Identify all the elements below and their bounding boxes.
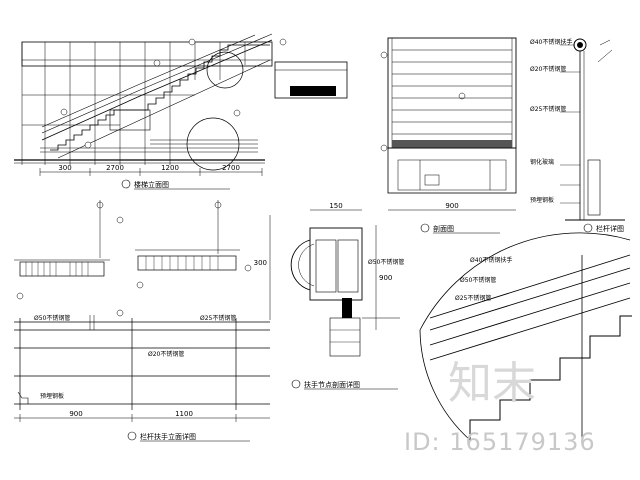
enlarged-stair-detail: Ø40不锈钢扶手 Ø50不锈钢管 Ø25不锈钢管 <box>419 232 632 441</box>
grid-marker <box>380 144 388 152</box>
grid-marker <box>116 309 124 317</box>
annotation-leaders <box>560 44 580 204</box>
view-title: 剖面图 <box>433 224 454 233</box>
lower-handrail <box>41 95 141 141</box>
rail-horizontals <box>14 321 270 405</box>
grid-marker <box>153 59 161 67</box>
landing-slab-box <box>274 61 348 99</box>
section-horizontal-lines <box>392 49 512 135</box>
detail-stair-steps <box>469 315 632 440</box>
upper-stair-flight <box>140 44 270 111</box>
handrail-box <box>309 227 363 301</box>
watermark-logo: 知末 <box>448 358 536 409</box>
section-frame <box>387 37 517 149</box>
dim-text: 2700 <box>222 164 240 172</box>
grid-marker <box>60 108 68 116</box>
annotation: Ø25不锈钢管 <box>530 105 566 113</box>
section-slab <box>392 140 512 148</box>
annotation: 预埋钢板 <box>40 392 64 400</box>
annotation: 预埋钢板 <box>530 196 554 204</box>
watermark: 知末 ID: 165179136 <box>404 358 596 456</box>
dim-text: 1200 <box>161 164 179 172</box>
watermark-id: ID: 165179136 <box>404 428 596 456</box>
grid-marker <box>279 38 287 46</box>
grid-marker <box>188 38 196 46</box>
annotation: Ø50不锈钢管 <box>34 314 70 322</box>
annotation: Ø20不锈钢管 <box>148 350 184 358</box>
small-plan-details <box>14 200 252 300</box>
curved-handrail <box>290 239 311 291</box>
upper-window-band <box>21 41 273 67</box>
grid-marker <box>116 216 124 224</box>
dim-text: 900 <box>379 274 392 282</box>
view-title: 栏杆详图 <box>596 224 624 233</box>
view-title: 扶手节点剖面详图 <box>304 380 360 389</box>
lower-stair-flight <box>50 109 140 151</box>
grid-marker <box>214 201 222 209</box>
view-title: 楼梯立面图 <box>134 180 169 189</box>
slab-hatch <box>290 86 336 96</box>
grid-marker <box>244 264 252 272</box>
annotation: Ø25不锈钢管 <box>455 294 491 302</box>
rail-elevation-view: Ø50不锈钢管 Ø25不锈钢管 Ø20不锈钢管 预埋钢板 900 1100 栏杆… <box>14 309 270 442</box>
view-number-circle <box>121 179 131 189</box>
dim-text: 1100 <box>175 410 193 418</box>
grid-marker <box>136 281 144 289</box>
grid-marker <box>16 292 24 300</box>
post-base-plate <box>587 159 601 216</box>
upper-handrail <box>139 39 273 97</box>
stair-elevation-view: 300 2700 1200 2700 楼梯立面图 <box>14 33 348 190</box>
annotation: Ø40不锈钢扶手 <box>530 38 572 46</box>
annotation: Ø40不锈钢扶手 <box>470 256 512 264</box>
detail-boundary-arc <box>419 232 631 331</box>
view-number-circle <box>127 431 137 441</box>
stair-landing <box>109 109 151 131</box>
annotation: Ø50不锈钢管 <box>460 276 496 284</box>
grid-marker <box>380 51 388 59</box>
dim-text: 900 <box>445 202 458 210</box>
view-number-circle <box>291 379 301 389</box>
section-block <box>329 317 361 357</box>
dim-text: 150 <box>329 202 342 210</box>
dim-text: 300 <box>58 164 71 172</box>
dim-text: 900 <box>69 410 82 418</box>
plan-strip <box>19 261 105 277</box>
grid-marker <box>84 141 92 149</box>
dim-text: 300 <box>254 259 267 267</box>
plan-strip <box>137 255 237 271</box>
annotation: 钢化玻璃 <box>530 158 554 166</box>
grid-marker <box>458 92 466 100</box>
grid-marker <box>233 109 241 117</box>
view-number-circle <box>420 223 430 233</box>
view-number-circle <box>583 223 593 233</box>
handrail-section-view: 150 300 900 Ø50不锈钢管 扶手节点剖面详图 <box>254 202 404 390</box>
grid-marker <box>96 201 104 209</box>
detail-callout-circle <box>206 51 244 89</box>
section-base <box>387 147 517 194</box>
annotation: Ø50不锈钢管 <box>368 258 404 266</box>
annotation: Ø25不锈钢管 <box>200 314 236 322</box>
dim-text: 2700 <box>106 164 124 172</box>
detail-handrails <box>429 254 631 361</box>
detail-callout-circle <box>186 117 240 171</box>
railing-detail-view: Ø40不锈钢扶手 Ø20不锈钢管 Ø25不锈钢管 钢化玻璃 预埋钢板 栏杆详图 <box>530 38 625 233</box>
view-title: 栏杆扶手立面详图 <box>140 432 196 441</box>
window-mullions <box>21 42 246 165</box>
annotation: Ø20不锈钢管 <box>530 65 566 73</box>
section-view: 900 剖面图 <box>380 37 517 234</box>
